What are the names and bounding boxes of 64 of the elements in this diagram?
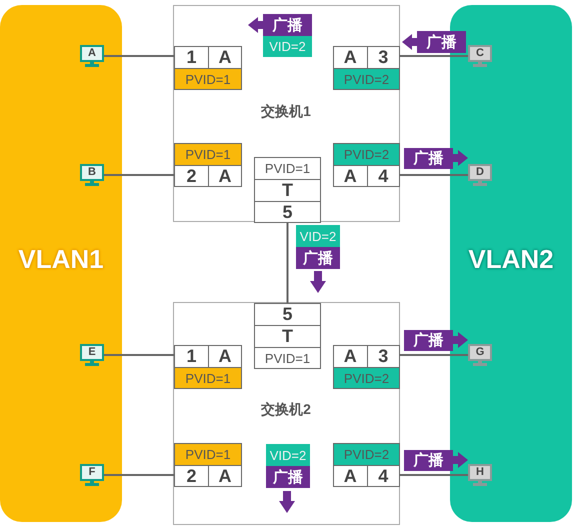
broadcast-tag: 广播 <box>296 247 340 269</box>
port-cell: A <box>333 465 368 487</box>
broadcast-tag: 广播 <box>404 148 453 169</box>
vid-tag: VID=2 <box>266 444 310 466</box>
port-cell: PVID=1 <box>174 367 242 389</box>
port-cell: PVID=2 <box>333 68 400 90</box>
switch-box <box>173 302 400 525</box>
port-cell: 2 <box>174 465 209 487</box>
port-cell: 1 <box>174 345 209 368</box>
connector-line <box>104 354 174 356</box>
pc-label: H <box>475 466 485 479</box>
vlan-band <box>0 5 122 522</box>
pc-label: A <box>87 47 97 60</box>
port-cell: 4 <box>366 465 400 487</box>
pc-label: D <box>475 166 485 179</box>
pc-label: E <box>87 346 97 359</box>
connector-line <box>400 354 468 356</box>
switch-box <box>173 5 400 222</box>
port-cell: T <box>254 179 321 202</box>
connector-line <box>104 174 174 176</box>
port-cell: PVID=2 <box>333 443 400 466</box>
port-cell: A <box>333 165 368 187</box>
port-cell: 5 <box>254 201 321 223</box>
vlan-label: VLAN2 <box>467 244 555 275</box>
connector-line <box>400 474 468 476</box>
port-cell: PVID=1 <box>174 443 242 466</box>
broadcast-tag: 广播 <box>404 330 453 351</box>
connector-line <box>400 174 468 176</box>
port-cell: 1 <box>174 46 209 69</box>
broadcast-tag: 广播 <box>266 466 310 488</box>
port-cell: 3 <box>366 345 400 368</box>
vid-tag: VID=2 <box>296 225 340 247</box>
port-cell: A <box>333 345 368 368</box>
switch-label: 交换机1 <box>260 103 312 121</box>
connector-line <box>104 474 174 476</box>
port-cell: PVID=2 <box>333 367 400 389</box>
port-cell: A <box>333 46 368 69</box>
broadcast-tag: 广播 <box>263 14 312 36</box>
port-cell: A <box>208 46 242 69</box>
port-cell: A <box>208 345 242 368</box>
broadcast-tag: 广播 <box>404 450 453 471</box>
port-cell: PVID=2 <box>333 143 400 166</box>
vlan-label: VLAN1 <box>17 244 105 275</box>
port-cell: PVID=1 <box>174 143 242 166</box>
port-cell: 5 <box>254 303 321 326</box>
port-cell: A <box>208 165 242 187</box>
connector-line <box>400 55 468 57</box>
port-cell: T <box>254 325 321 348</box>
broadcast-tag: 广播 <box>417 31 466 53</box>
port-cell: 2 <box>174 165 209 187</box>
port-cell: 3 <box>366 46 400 69</box>
port-cell: 4 <box>366 165 400 187</box>
connector-line <box>104 55 174 57</box>
port-cell: PVID=1 <box>254 347 321 369</box>
pc-label: B <box>87 166 97 179</box>
switch-label: 交换机2 <box>260 401 312 419</box>
pc-label: G <box>474 346 486 359</box>
pc-label: F <box>88 466 96 479</box>
port-cell: PVID=1 <box>254 157 321 180</box>
pc-label: C <box>475 47 485 60</box>
connector-line <box>286 223 288 303</box>
vid-tag: VID=2 <box>263 36 312 57</box>
port-cell: A <box>208 465 242 487</box>
port-cell: PVID=1 <box>174 68 242 90</box>
